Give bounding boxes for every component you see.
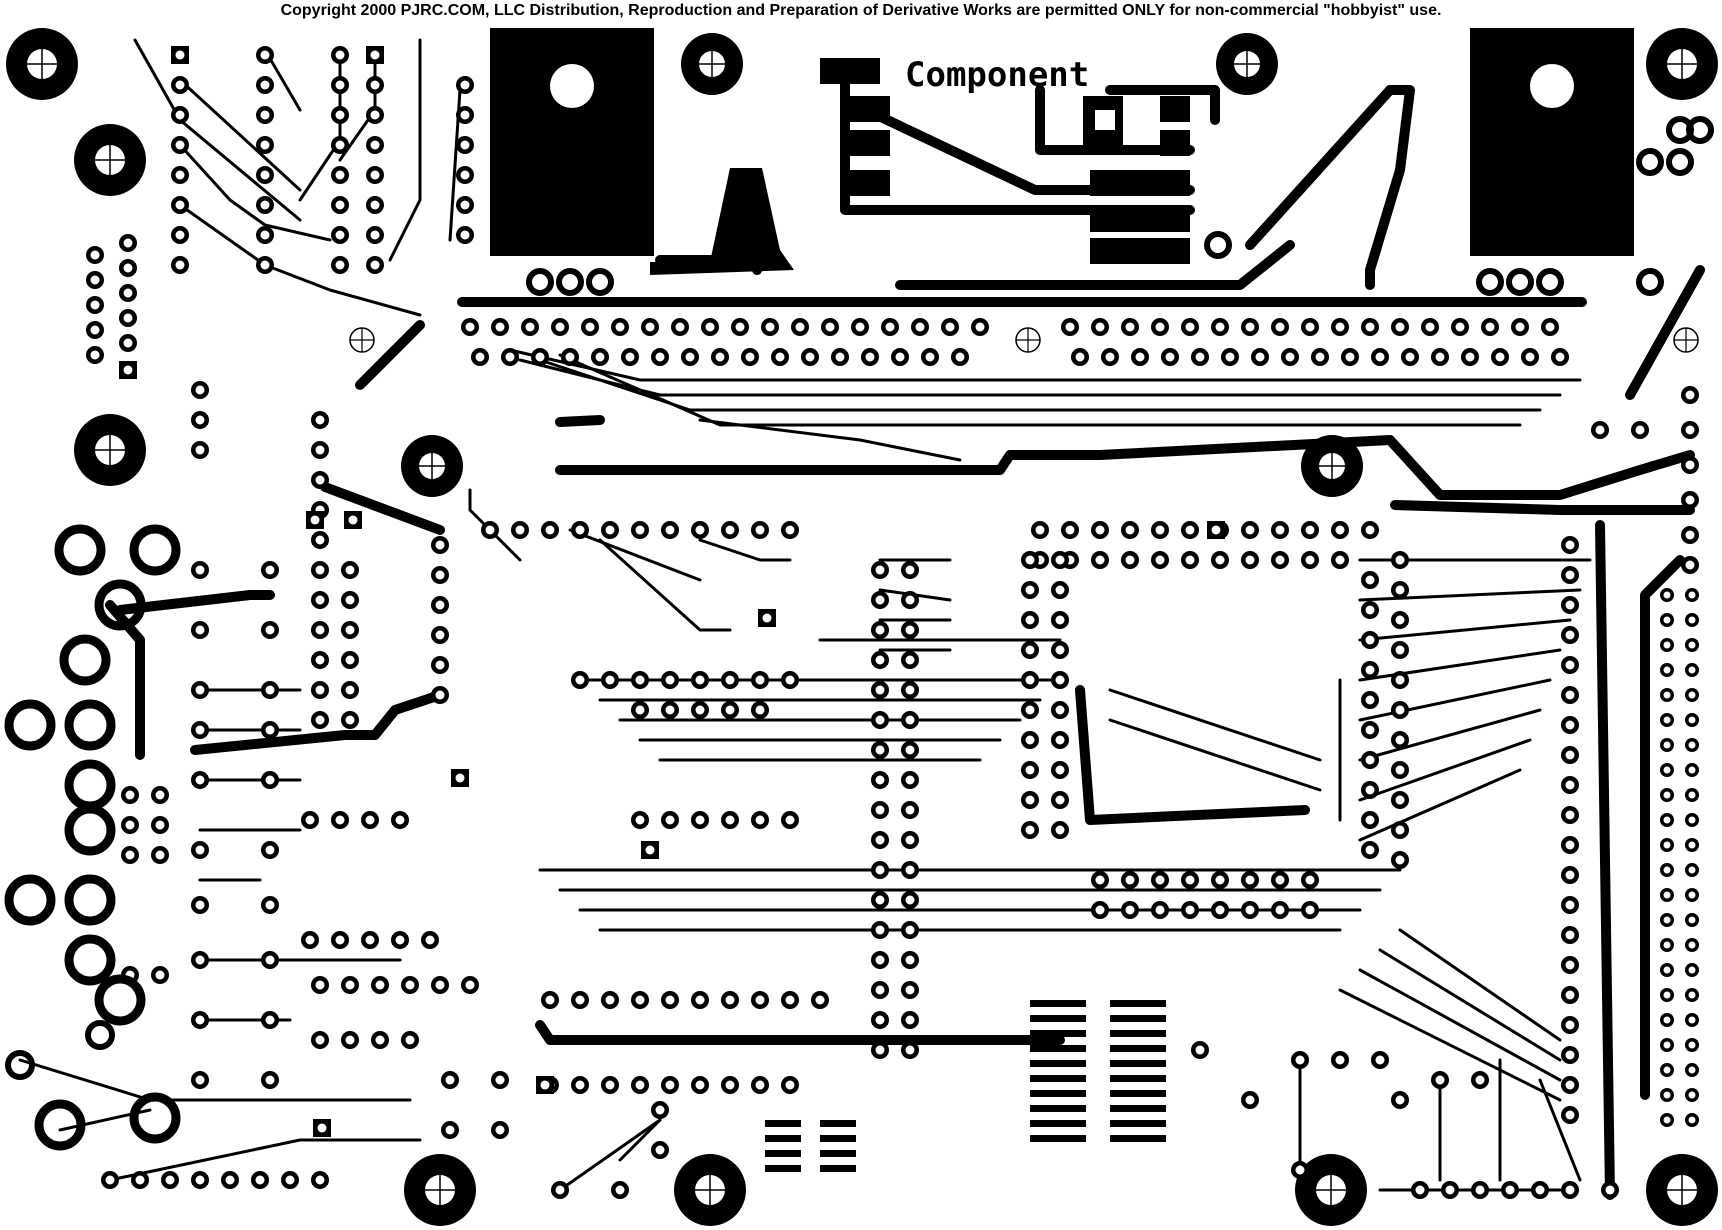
left-socket-pads <box>86 46 479 1189</box>
signal-traces <box>18 38 1592 1192</box>
smd-pads <box>765 58 1190 1172</box>
power-traces <box>105 65 1705 1200</box>
regulator-tab-right <box>1470 28 1634 256</box>
header-row-second <box>471 348 1569 366</box>
regulator-pins <box>526 116 1714 296</box>
regulator-tab-left <box>490 28 654 256</box>
copyright-notice: Copyright 2000 PJRC.COM, LLC Distributio… <box>280 2 1442 19</box>
center-socket-pads <box>481 521 1379 1094</box>
connector-rings <box>8 529 176 1146</box>
middle-column-pads <box>871 551 1409 1059</box>
right-edge-connector <box>1660 588 1699 1127</box>
header-row-top <box>461 318 1559 336</box>
copper-pour <box>650 96 1123 275</box>
layer-label: Component <box>905 55 1089 95</box>
